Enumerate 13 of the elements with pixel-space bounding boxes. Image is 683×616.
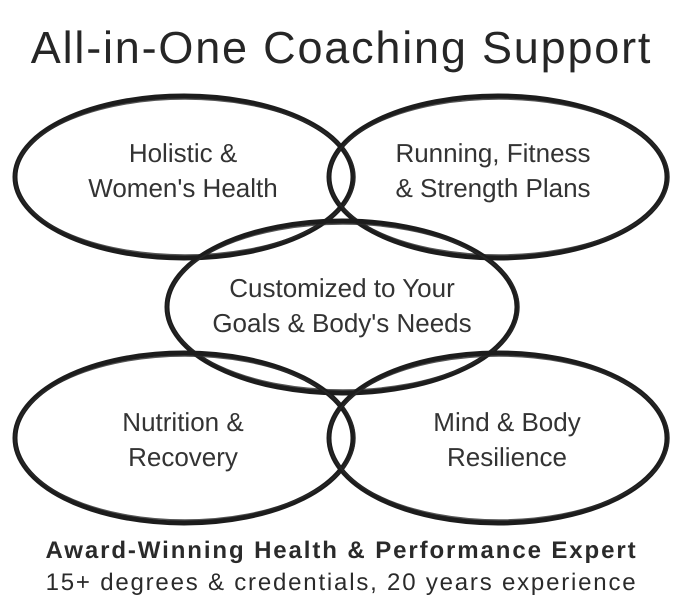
oval-node — [164, 218, 520, 396]
oval-node — [12, 93, 356, 261]
subtitle: 15+ degrees & credentials, 20 years experience — [46, 568, 638, 598]
oval-node — [12, 350, 356, 526]
oval-node — [326, 350, 670, 526]
node-label: Holistic & Women's Health — [87, 137, 279, 205]
node-label: Nutrition & Recovery — [121, 406, 245, 474]
title: All-in-One Coaching Support — [30, 21, 652, 75]
node-label: Running, Fitness & Strength Plans — [394, 137, 592, 205]
node-label: Mind & Body Resilience — [432, 406, 582, 474]
node-label: Customized to Your Goals & Body's Needs — [211, 272, 473, 340]
headline: Award-Winning Health & Performance Expert — [45, 536, 638, 566]
oval-node — [326, 93, 670, 261]
